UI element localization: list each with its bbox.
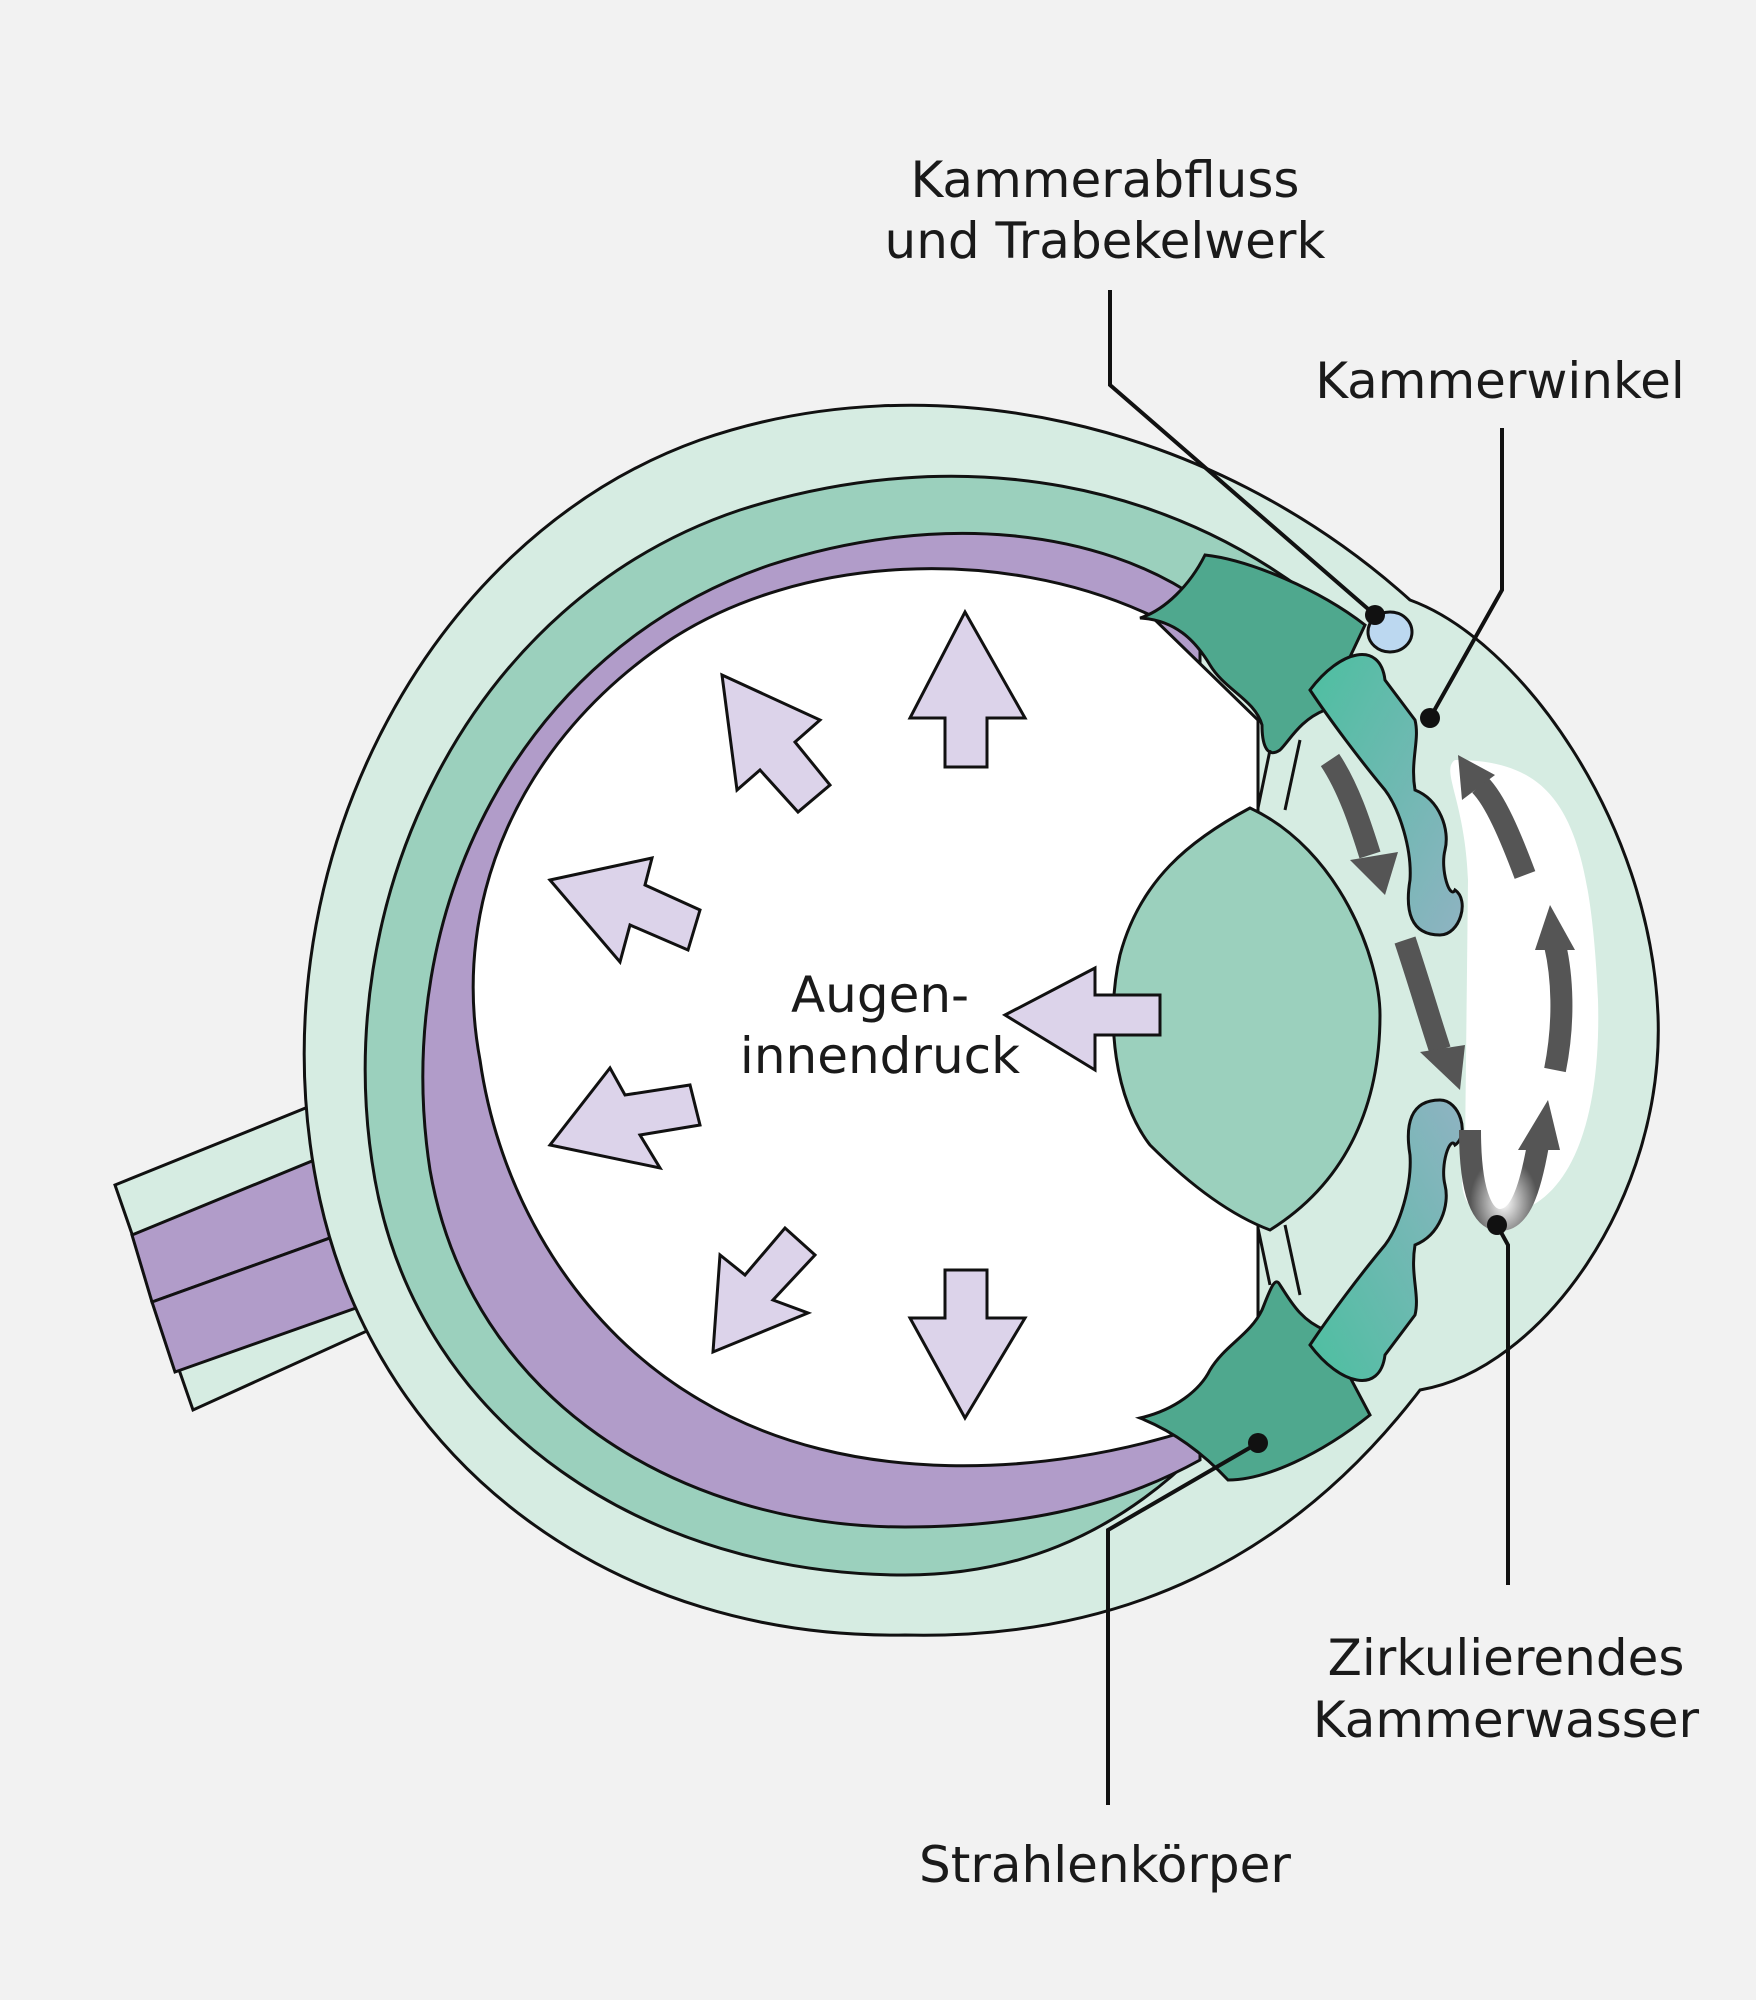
label-pressure-line1: Augen- (791, 966, 969, 1024)
flow-arrow-uturn-head (1518, 1100, 1560, 1150)
label-outflow-line2: und Trabekelwerk (885, 212, 1326, 270)
label-pressure-line2: innendruck (740, 1027, 1020, 1085)
pressure-arrow-up-left (720, 672, 833, 815)
ciliary-body-lower (1134, 1280, 1372, 1482)
flow-arrow-up-2 (1471, 777, 1536, 879)
label-ciliary: Strahlenkörper (919, 1836, 1291, 1894)
leader-ciliary-dot (1248, 1433, 1268, 1453)
zonule-fibers (1256, 739, 1302, 1296)
iris-upper (1308, 653, 1464, 937)
label-angle: Kammerwinkel (1315, 352, 1685, 410)
flow-arrow-up-1 (1544, 942, 1573, 1073)
pressure-arrow-down (907, 1268, 1028, 1422)
pressure-arrow-down-left (711, 1225, 818, 1355)
flow-arrow-up-2-head (1458, 755, 1495, 800)
anterior-chamber (1450, 760, 1599, 1215)
vitreous-body (471, 567, 1260, 1468)
flow-arrow-down-1 (1320, 753, 1381, 859)
label-aqueous-line1: Zirkulierendes (1328, 1629, 1685, 1687)
leader-angle-dot (1420, 708, 1440, 728)
flow-arrow-down-2-head (1420, 1045, 1465, 1090)
flow-arrow-down-2 (1394, 936, 1451, 1054)
pressure-arrow-left-upper (547, 856, 702, 966)
leader-angle (1428, 428, 1504, 719)
flow-arrow-down-1-head (1350, 852, 1398, 895)
leader-lines (1106, 290, 1510, 1805)
pressure-arrows (547, 608, 1162, 1422)
lens (1111, 806, 1382, 1232)
leader-ciliary (1106, 1441, 1260, 1805)
flow-arrow-up-1-head (1535, 905, 1575, 950)
iris-lower (1308, 1098, 1464, 1382)
eyeball (302, 403, 1660, 1637)
leader-outflow (1108, 290, 1377, 617)
leader-outflow-dot (1365, 605, 1385, 625)
leader-aqueous-dot (1487, 1215, 1507, 1235)
ciliary-body-upper (1139, 553, 1367, 754)
pressure-arrow-up (907, 608, 1028, 769)
pressure-arrow-left-lower (547, 1065, 702, 1171)
label-outflow-line1: Kammerabfluss (911, 151, 1300, 209)
pressure-arrow-left (1001, 965, 1162, 1073)
label-aqueous-line2: Kammerwasser (1313, 1691, 1700, 1749)
